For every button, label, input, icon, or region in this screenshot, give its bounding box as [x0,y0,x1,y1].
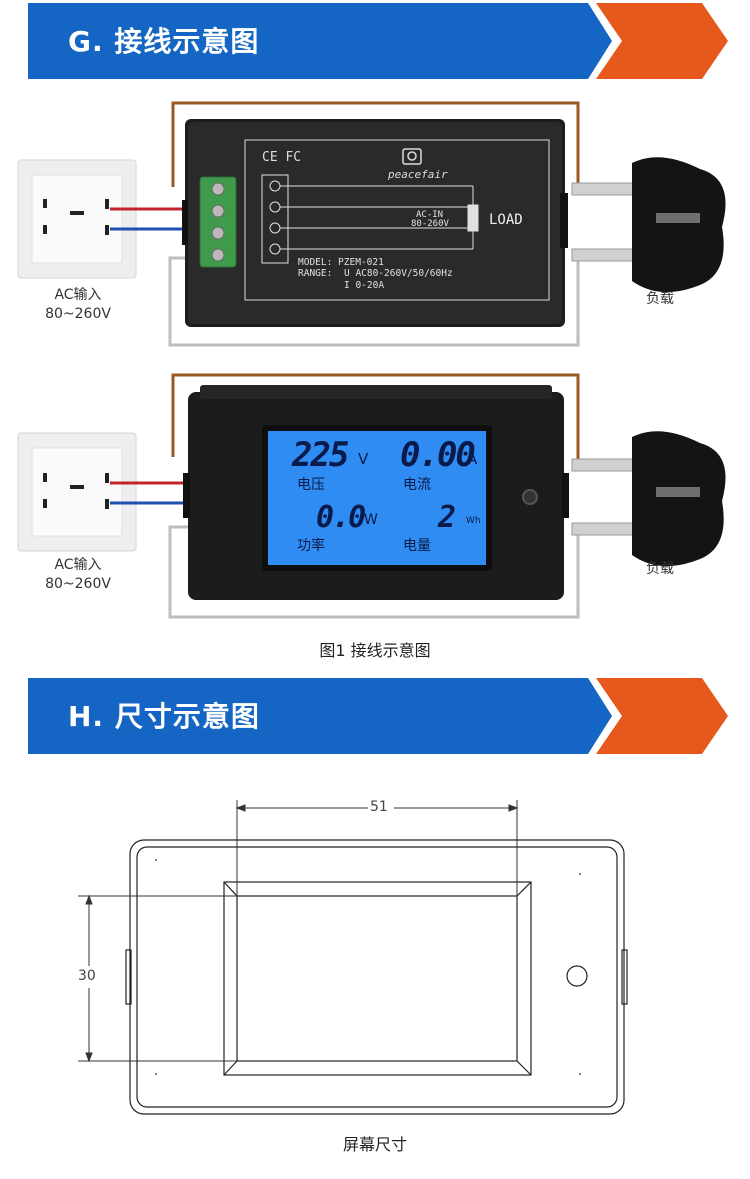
energy-unit: Wh [466,516,481,526]
ac-in-range: 80-260V [411,219,450,229]
width-dimension: 51 [370,799,388,815]
ac-input-title: AC输入 [54,557,102,573]
ac-input-label: AC输入 80~260V [22,556,134,594]
banner-shape [28,678,728,754]
power-label: 功率 [297,538,325,554]
model-line: MODEL: PZEM-021 [298,257,384,268]
meter-back-panel [182,119,568,327]
ac-input-label: AC输入 80~260V [22,286,134,324]
range-i: I 0-20A [344,280,384,291]
wire-gray [168,255,580,347]
wiring-diagram-front [17,373,726,619]
ac-input-range: 80~260V [45,576,111,592]
power-plug-icon [571,431,726,567]
wire-gray [168,525,580,619]
brand-name: peacefair [387,168,448,181]
wire-brown [171,101,580,187]
range-u: U AC80-260V/50/60Hz [344,268,453,279]
range-label: RANGE: [298,268,332,279]
current-value: 0.00 [400,435,476,475]
section-banner-g: G. 接线示意图 [0,3,750,83]
section-title: G. 接线示意图 [68,25,260,58]
meter-front-body [183,385,569,600]
energy-label: 电量 [403,538,431,554]
ac-in-label: AC-IN [416,210,443,220]
banner-shape [28,3,728,79]
wire-brown [171,373,580,463]
terminal-block [199,176,237,268]
current-label: 电流 [403,477,431,493]
voltage-unit: V [358,450,369,468]
lcd-screen [268,431,486,565]
load-label: 负载 [646,291,674,307]
ac-input-title: AC输入 [54,287,102,303]
figure-caption: 图1 接线示意图 [319,641,431,660]
section-title: H. 尺寸示意图 [68,700,260,733]
peacefair-logo-icon [402,148,422,165]
power-unit: W [364,512,378,528]
voltage-label: 电压 [297,477,325,493]
load-label: 负载 [646,561,674,577]
voltage-value: 225 [292,435,349,475]
power-value: 0.0 [316,500,366,535]
wall-socket-icon [17,159,137,279]
power-plug-icon [571,157,726,293]
cert-marks: CE FC [262,150,301,165]
dimension-drawing [78,800,628,1115]
ac-input-range: 80~260V [45,306,111,322]
wiring-diagram-back: CE FC peacefair AC-IN 80-260V LOAD MODEL… [17,101,726,347]
load-text: LOAD [489,212,523,228]
reset-button-icon [522,489,538,505]
current-unit: A [467,450,478,468]
energy-value: 2 [438,500,456,535]
dimension-caption: 屏幕尺寸 [342,1135,407,1154]
height-dimension: 30 [78,968,96,984]
panel-schematic [261,174,479,264]
section-banner-h: H. 尺寸示意图 [0,678,750,758]
wall-socket-icon [17,432,137,552]
